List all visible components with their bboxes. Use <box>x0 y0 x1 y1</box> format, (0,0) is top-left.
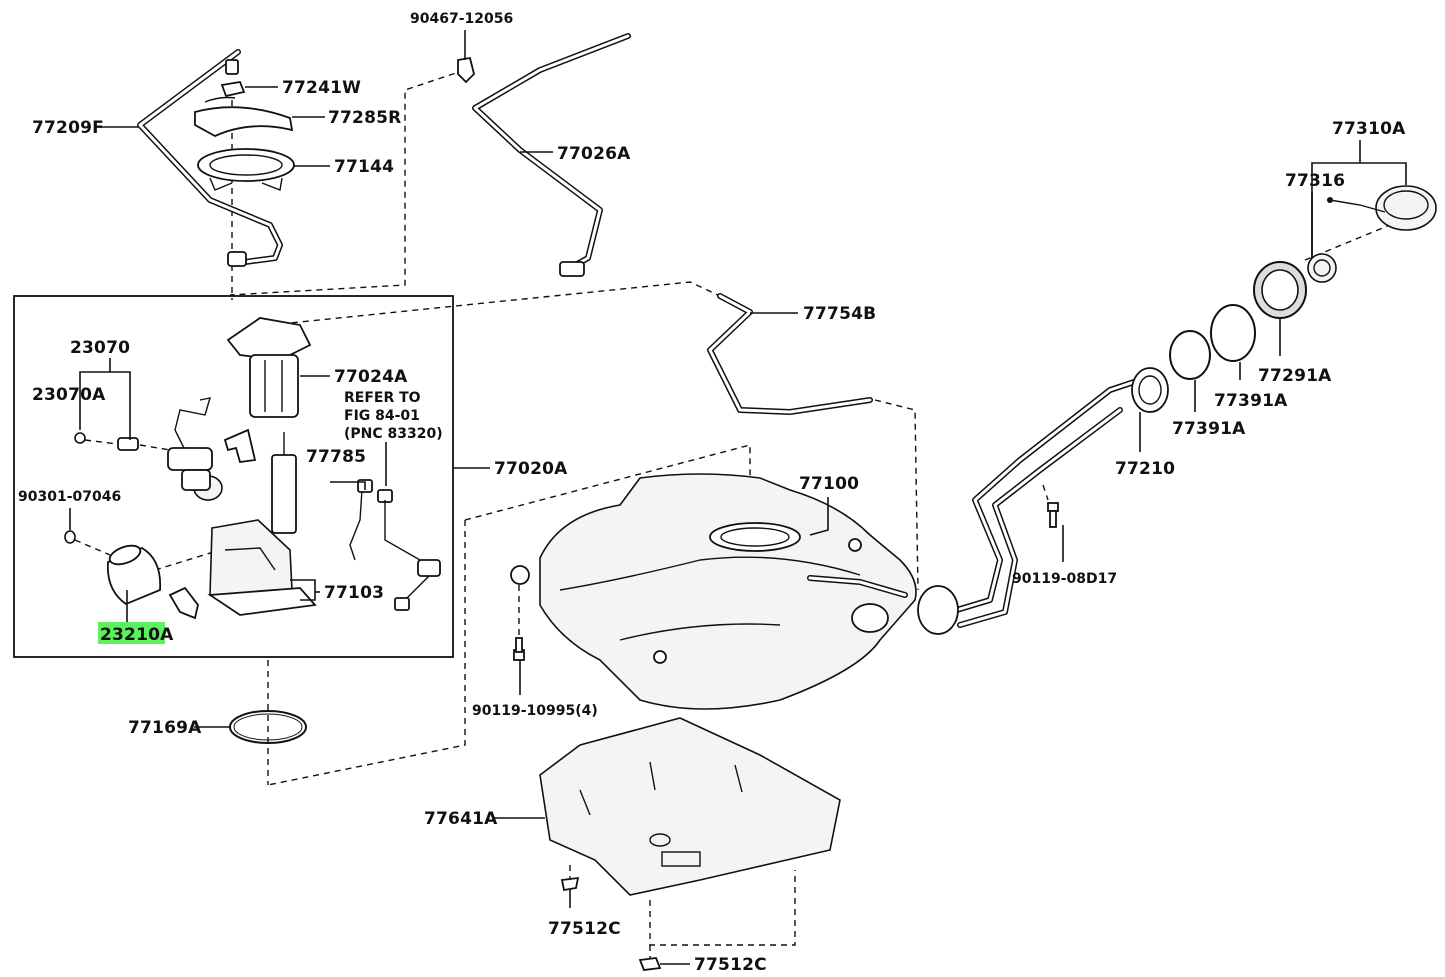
label-77209f: 77209F <box>32 118 104 138</box>
label-77310a: 77310A <box>1332 119 1406 139</box>
label-77024a: 77024A <box>334 367 408 387</box>
label-77391a-upper: 77391A <box>1214 391 1288 411</box>
label-77169a: 77169A <box>128 718 202 738</box>
highlight-23210a <box>98 622 165 644</box>
clip-23070a <box>74 432 139 451</box>
wire-harness <box>349 479 441 611</box>
label-90119-10995: 90119-10995(4) <box>472 703 598 719</box>
label-77144: 77144 <box>334 157 394 177</box>
ring-77291a <box>1253 261 1307 319</box>
tube-77026a <box>472 33 631 277</box>
label-23070: 23070 <box>70 338 130 358</box>
refer-note-line3: (PNC 83320) <box>344 426 443 442</box>
gasket-77316 <box>1307 253 1337 283</box>
refer-note-line1: REFER TO <box>344 390 421 406</box>
ring-77144 <box>197 148 295 191</box>
vapor-tube-77754b <box>707 293 873 415</box>
fuel-tank-77100 <box>510 473 917 710</box>
pump-module-77024a <box>226 317 312 418</box>
leader-lines <box>69 30 1407 965</box>
bracket <box>223 428 257 463</box>
label-77241w: 77241W <box>282 78 361 98</box>
bolt-90119-10995 <box>513 637 525 661</box>
o-ring-90301 <box>64 530 76 544</box>
clip-77512c-lower <box>638 957 662 971</box>
fuel-cap-77310a <box>1327 185 1437 231</box>
label-77641a: 77641A <box>424 809 498 829</box>
label-23210a: 23210A <box>100 625 174 645</box>
filler-pipe-77210 <box>917 367 1169 635</box>
label-77020a: 77020A <box>494 459 568 479</box>
float-arm-77785 <box>271 432 297 534</box>
label-77285r: 77285R <box>328 108 401 128</box>
label-90301-07046: 90301-07046 <box>18 489 121 505</box>
sub-tank-77103 <box>207 519 317 616</box>
label-77210: 77210 <box>1115 459 1175 479</box>
part-labels: 90467-12056 77241W 77285R 77209F 77144 7… <box>18 11 1406 975</box>
vent-tube-77209f <box>137 49 283 267</box>
fuel-pump-assembly-box <box>13 295 454 658</box>
retainer-77285r <box>194 96 294 138</box>
label-90119-08d17: 90119-08D17 <box>1012 571 1117 587</box>
clip-90467 <box>457 56 475 84</box>
label-77291a: 77291A <box>1258 366 1332 386</box>
fuel-pump-23210a <box>106 544 162 606</box>
label-23070a: 23070A <box>32 385 106 405</box>
filter-piece <box>168 586 199 620</box>
label-90467-12056: 90467-12056 <box>410 11 513 27</box>
label-77100: 77100 <box>799 474 859 494</box>
label-77026a: 77026A <box>557 144 631 164</box>
label-77512c-lower: 77512C <box>694 955 767 975</box>
label-77391a-lower: 77391A <box>1172 419 1246 439</box>
fuel-gauge-23070 <box>167 397 223 501</box>
label-77754b: 77754B <box>803 304 876 324</box>
label-77512c-upper: 77512C <box>548 919 621 939</box>
refer-note-line2: FIG 84-01 <box>344 408 420 424</box>
label-77316: 77316 <box>1285 171 1345 191</box>
label-77785: 77785 <box>306 447 366 467</box>
bolt-90119-08d17 <box>1047 502 1059 528</box>
clip-77512c-upper <box>560 876 580 892</box>
label-77103: 77103 <box>324 583 384 603</box>
tank-protector-77641a <box>539 717 841 896</box>
o-ring-77391a-inner <box>1169 330 1211 380</box>
clip-77241w <box>220 80 246 98</box>
o-ring-77391a-outer <box>1210 304 1256 362</box>
